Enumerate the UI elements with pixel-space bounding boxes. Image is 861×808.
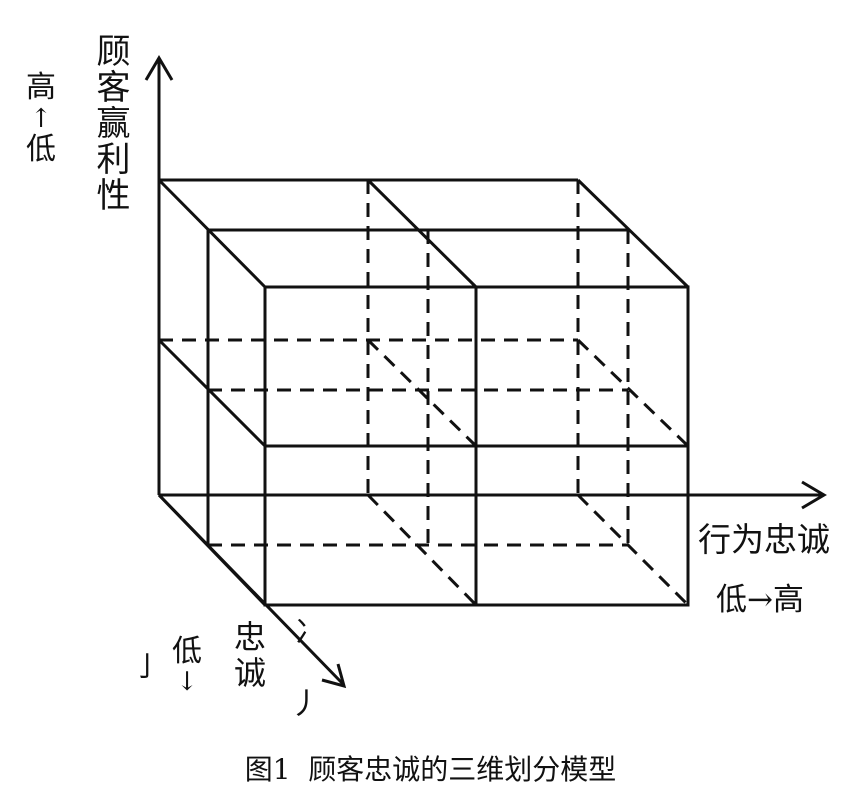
top-face-edges (157, 178, 690, 289)
y-axis-range: 高 ↑ 低 (26, 73, 56, 165)
y-range-low: 低 (26, 132, 56, 167)
x-axis-title: 行为忠诚 (698, 520, 830, 559)
z-range-arrow-icon: ↓ (176, 667, 198, 697)
middle-face (206, 228, 628, 545)
y-range-arrow-icon: ↑ (30, 104, 52, 134)
z-axis-partial-right-bottom: 丿 (290, 687, 320, 722)
z-axis-range: 低 ↓ (172, 634, 202, 697)
z-axis-partial-left: 亅 (133, 650, 162, 683)
hidden-edges (159, 180, 690, 607)
y-range-high: 高 (26, 70, 56, 105)
figure-caption: 图1 顾客忠诚的三维划分模型 (244, 753, 617, 786)
z-axis-title-text: 忠诚 (229, 620, 267, 692)
front-face (263, 285, 690, 607)
z-axis-title: 忠诚 (229, 620, 267, 692)
x-axis-range: 低→高 (716, 582, 804, 618)
z-axis-partial-right-top: 冫 (295, 615, 325, 650)
z-range-low: 低 (172, 634, 202, 669)
y-axis-arrowhead (144, 55, 174, 81)
y-axis-title: 顾客赢利性 (90, 33, 130, 213)
left-side-edges (157, 338, 267, 607)
x-axis-arrowhead (801, 480, 827, 510)
z-axis-arrowhead (321, 663, 347, 689)
y-axis-title-text: 顾客赢利性 (90, 33, 130, 213)
